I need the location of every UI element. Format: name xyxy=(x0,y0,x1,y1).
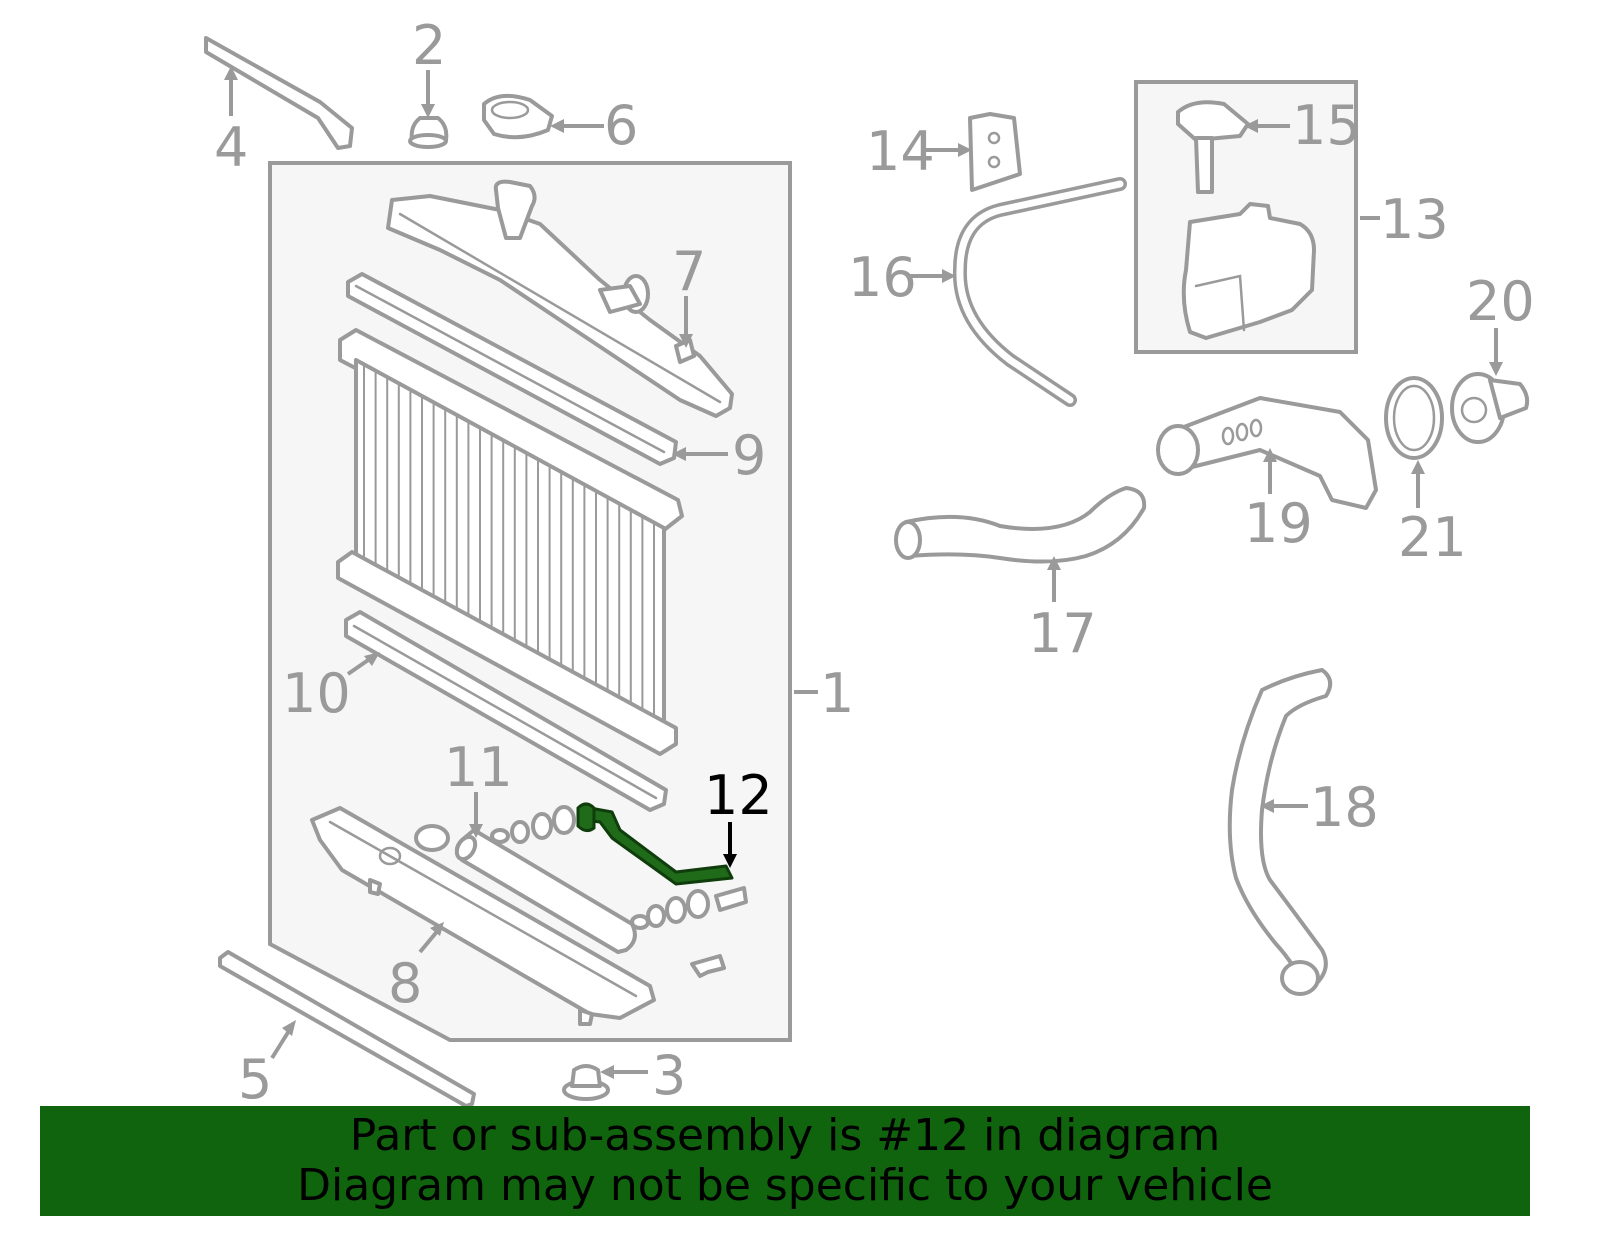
callout-labels: 4 2 6 7 9 10 11 8 5 3 1 12 14 16 15 13 2… xyxy=(214,14,1535,1111)
callout-15: 15 xyxy=(1292,94,1361,157)
part-21-gasket xyxy=(1384,376,1444,460)
part-10-lower-gasket xyxy=(344,610,668,812)
radiator-top-tank xyxy=(386,179,734,418)
callout-9: 9 xyxy=(732,424,766,487)
part-15-reservoir-cap xyxy=(1176,100,1250,194)
part-8-lower-tank xyxy=(310,806,656,1026)
callout-16: 16 xyxy=(848,246,917,309)
callout-4: 4 xyxy=(214,116,248,179)
callout-21: 21 xyxy=(1398,506,1467,569)
part-11-oil-cooler xyxy=(454,805,748,978)
part-19-water-outlet xyxy=(1156,396,1378,510)
callout-6: 6 xyxy=(604,94,638,157)
part-18-lower-hose xyxy=(1227,668,1333,996)
info-banner: Part or sub-assembly is #12 in diagram D… xyxy=(40,1106,1530,1216)
callout-5: 5 xyxy=(238,1048,272,1111)
callout-10: 10 xyxy=(282,662,351,725)
callout-8: 8 xyxy=(388,952,422,1015)
part-12-highlighted-hose xyxy=(576,802,734,886)
part-9-upper-gasket xyxy=(346,272,678,466)
banner-line-2: Diagram may not be specific to your vehi… xyxy=(297,1160,1273,1211)
part-2-cushion xyxy=(408,116,449,149)
part-16-overflow-hose xyxy=(952,177,1127,407)
banner-line-1: Part or sub-assembly is #12 in diagram xyxy=(349,1110,1221,1161)
part-6-radiator-cap xyxy=(482,93,554,140)
callout-14: 14 xyxy=(866,120,935,183)
arrowheads xyxy=(224,66,1503,1079)
callout-1: 1 xyxy=(820,662,854,725)
callout-19: 19 xyxy=(1244,492,1313,555)
callout-20: 20 xyxy=(1466,270,1535,333)
part-20-thermostat xyxy=(1450,372,1530,444)
arrowhead-12 xyxy=(723,854,737,868)
callout-17: 17 xyxy=(1028,602,1097,665)
callout-7: 7 xyxy=(672,240,706,303)
part-4-upper-seal xyxy=(204,36,354,150)
part-5-lower-seal xyxy=(218,950,476,1108)
callout-2: 2 xyxy=(412,14,446,77)
callout-18: 18 xyxy=(1310,776,1379,839)
callout-12: 12 xyxy=(704,764,773,827)
callout-11: 11 xyxy=(444,736,513,799)
callout-3: 3 xyxy=(652,1044,686,1107)
callout-13: 13 xyxy=(1380,188,1449,251)
part-17-upper-hose xyxy=(894,486,1147,564)
part-3-lower-cushion xyxy=(562,1064,610,1101)
part-14-bracket xyxy=(968,112,1022,192)
radiator-core xyxy=(336,328,684,756)
reservoir-tank xyxy=(1181,202,1316,340)
